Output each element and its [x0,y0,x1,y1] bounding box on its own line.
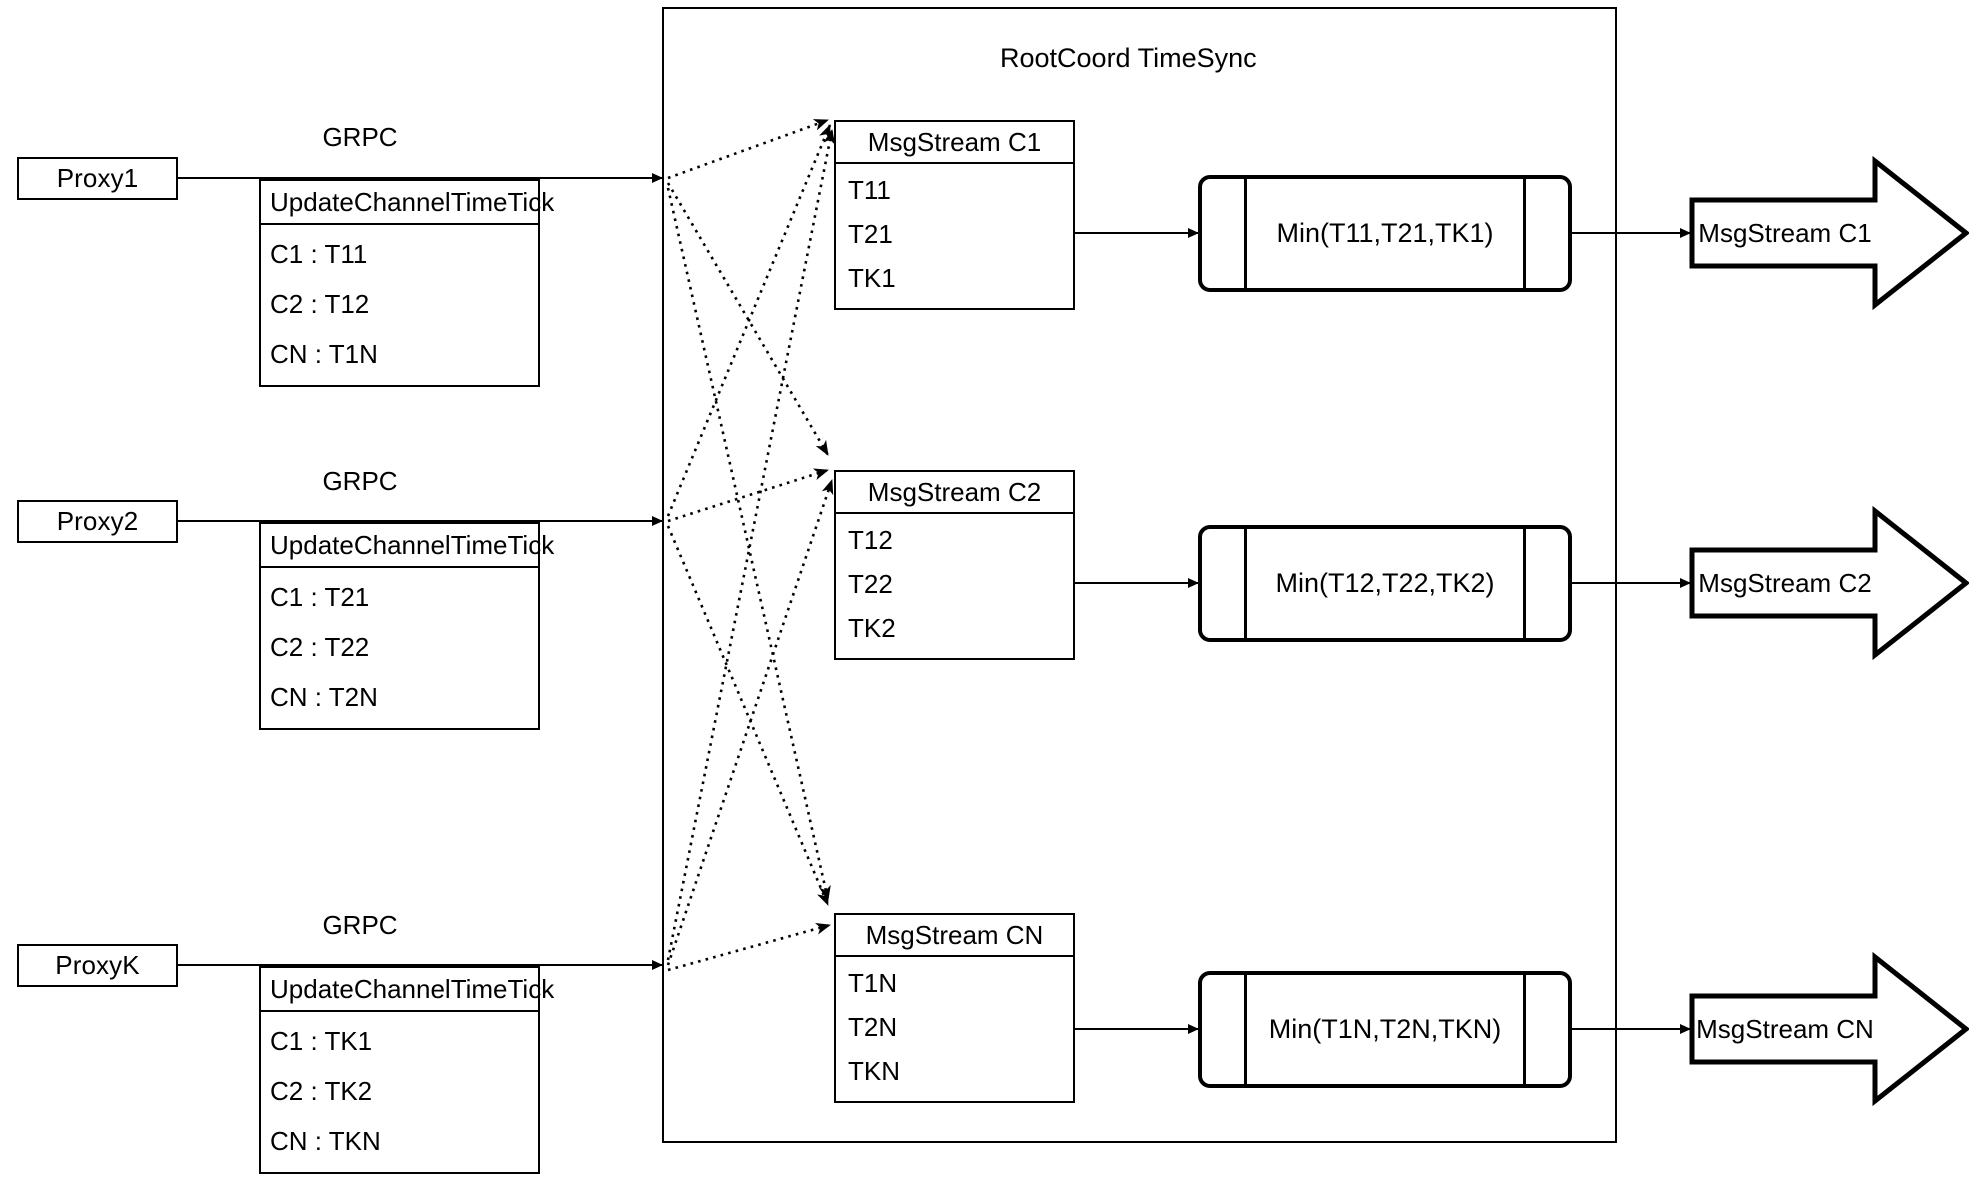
msgstream-table-1: MsgStream C1 T11 T21 TK1 [834,120,1075,310]
uct-body-2: C1 : T21 C2 : T22 CN : T2N [261,568,538,728]
update-channel-timetick-table-3: UpdateChannelTimeTick C1 : TK1 C2 : TK2 … [259,966,554,1174]
reducer-label-2: Min(T12,T22,TK2) [1275,568,1495,598]
uct-row: C1 : TK1 [270,1025,373,1056]
update-channel-timetick-table-2: UpdateChannelTimeTick C1 : T21 C2 : T22 … [259,522,554,730]
msgstream-row: T12 [848,524,893,555]
reducer-box-3: Min(T1N,T2N,TKN) [1198,971,1572,1088]
proxy-box-3[interactable]: ProxyK [17,944,178,987]
msgstream-title-1: MsgStream C1 [836,122,1073,164]
grpc-label-3: GRPC [322,910,398,940]
msgstream-body-2: T12 T22 TK2 [836,514,1073,658]
msgstream-title-2: MsgStream C2 [836,472,1073,514]
proc-divider-right [1523,975,1526,1084]
output-block-arrow-3: MsgStream CN [1689,951,1969,1107]
uct-row: CN : TKN [270,1125,381,1156]
msgstream-row: TKN [848,1055,900,1086]
reducer-box-2: Min(T12,T22,TK2) [1198,525,1572,642]
msgstream-body-3: T1N T2N TKN [836,957,1073,1101]
update-channel-timetick-table-1: UpdateChannelTimeTick C1 : T11 C2 : T12 … [259,179,554,387]
proxy-label-2: Proxy2 [56,506,139,536]
uct-title-1: UpdateChannelTimeTick [261,181,554,225]
uct-row: C1 : T21 [270,581,370,612]
msgstream-row: TK2 [848,612,896,643]
msgstream-body-1: T11 T21 TK1 [836,164,1073,308]
msgstream-title-3: MsgStream CN [836,915,1073,957]
msgstream-row: T11 [848,174,891,205]
uct-title-2: UpdateChannelTimeTick [261,524,554,568]
uct-body-3: C1 : TK1 C2 : TK2 CN : TKN [261,1012,538,1172]
uct-row: CN : T2N [270,681,378,712]
msgstream-table-3: MsgStream CN T1N T2N TKN [834,913,1075,1103]
proc-divider-right [1523,179,1526,288]
grpc-label-2: GRPC [322,466,398,496]
rootcoord-timesync-container [662,7,1617,1143]
proc-divider-right [1523,529,1526,638]
output-label-3: MsgStream CN [1696,1013,1874,1044]
uct-title-3: UpdateChannelTimeTick [261,968,554,1012]
reducer-box-1: Min(T11,T21,TK1) [1198,175,1572,292]
grpc-label-1: GRPC [322,122,398,152]
uct-row: CN : T1N [270,338,378,369]
proxy-box-2[interactable]: Proxy2 [17,500,178,543]
rootcoord-timesync-title: RootCoord TimeSync [1000,43,1257,73]
msgstream-row: T2N [848,1011,898,1042]
reducer-label-1: Min(T11,T21,TK1) [1276,218,1494,248]
output-block-arrow-2: MsgStream C2 [1689,505,1969,661]
msgstream-table-2: MsgStream C2 T12 T22 TK2 [834,470,1075,660]
proxy-label-1: Proxy1 [56,163,139,193]
uct-row: C2 : T12 [270,288,370,319]
msgstream-row: TK1 [848,262,896,293]
uct-body-1: C1 : T11 C2 : T12 CN : T1N [261,225,538,385]
msgstream-row: T21 [848,218,893,249]
output-label-1: MsgStream C1 [1698,217,1872,248]
output-label-2: MsgStream C2 [1698,567,1872,598]
msgstream-row: T1N [848,967,898,998]
msgstream-row: T22 [848,568,893,599]
uct-row: C1 : T11 [270,238,368,269]
uct-row: C2 : T22 [270,631,370,662]
proxy-label-3: ProxyK [55,950,140,980]
proc-divider-left [1244,529,1247,638]
uct-row: C2 : TK2 [270,1075,373,1106]
output-block-arrow-1: MsgStream C1 [1689,155,1969,311]
proxy-box-1[interactable]: Proxy1 [17,157,178,200]
proc-divider-left [1244,179,1247,288]
proc-divider-left [1244,975,1247,1084]
reducer-label-3: Min(T1N,T2N,TKN) [1268,1014,1502,1044]
